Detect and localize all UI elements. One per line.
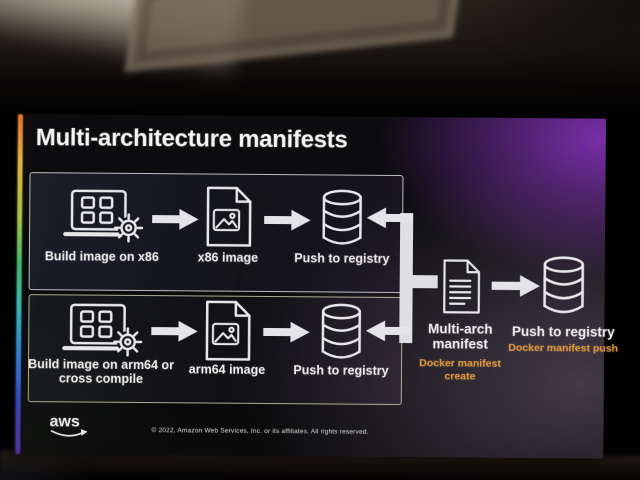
flow-arrow-icon: [491, 272, 542, 305]
build-step-label: Build image on x86: [44, 249, 159, 265]
push-step-label: Push to registry: [294, 251, 390, 266]
x86-flow-box: Build image on x86 x86 image Push to reg…: [28, 172, 404, 294]
flow-arrow-icon: [264, 207, 312, 238]
merge-arrow-left-icon: [364, 318, 413, 349]
push-step-label: Push to registry: [293, 363, 389, 378]
registry-push-label: Push to registry: [511, 323, 615, 340]
image-file-icon: [199, 298, 256, 362]
flow-arrow-icon: [263, 319, 311, 350]
image-file-icon: [200, 184, 257, 248]
laptop-gear-icon: [55, 187, 147, 248]
manifest-command: Docker manifest create: [419, 357, 501, 383]
registry-push-command: Docker manifest push: [508, 341, 619, 355]
merge-connector-stub: [410, 275, 438, 289]
room-ceiling: [0, 0, 640, 120]
aws-smile-icon: [50, 429, 88, 437]
merge-arrow-left-icon: [365, 205, 414, 236]
flow-arrow-icon: [151, 318, 199, 349]
build-step-label: Build image on arm64 or cross compile: [28, 357, 175, 387]
image-step-label: arm64 image: [188, 362, 266, 377]
image-step-label: x86 image: [197, 250, 259, 265]
registry-database-icon: [316, 301, 366, 361]
presentation-slide: Multi-architecture manifests: [13, 114, 618, 459]
manifest-document-icon: [438, 257, 484, 315]
copyright-text: © 2022, Amazon Web Services, Inc. or its…: [151, 427, 369, 436]
slide-title: Multi-architecture manifests: [35, 124, 348, 154]
registry-database-icon: [317, 187, 367, 247]
arm64-flow-box: Build image on arm64 or cross compile ar…: [27, 294, 403, 406]
flow-arrow-icon: [152, 206, 200, 237]
slide-accent-strip: [15, 114, 23, 455]
ceiling-panel: [124, 0, 466, 73]
aws-logo: aws: [49, 413, 89, 440]
laptop-gear-icon: [54, 301, 146, 362]
registry-database-icon: [537, 254, 589, 316]
ceiling-shadow: [420, 0, 640, 100]
